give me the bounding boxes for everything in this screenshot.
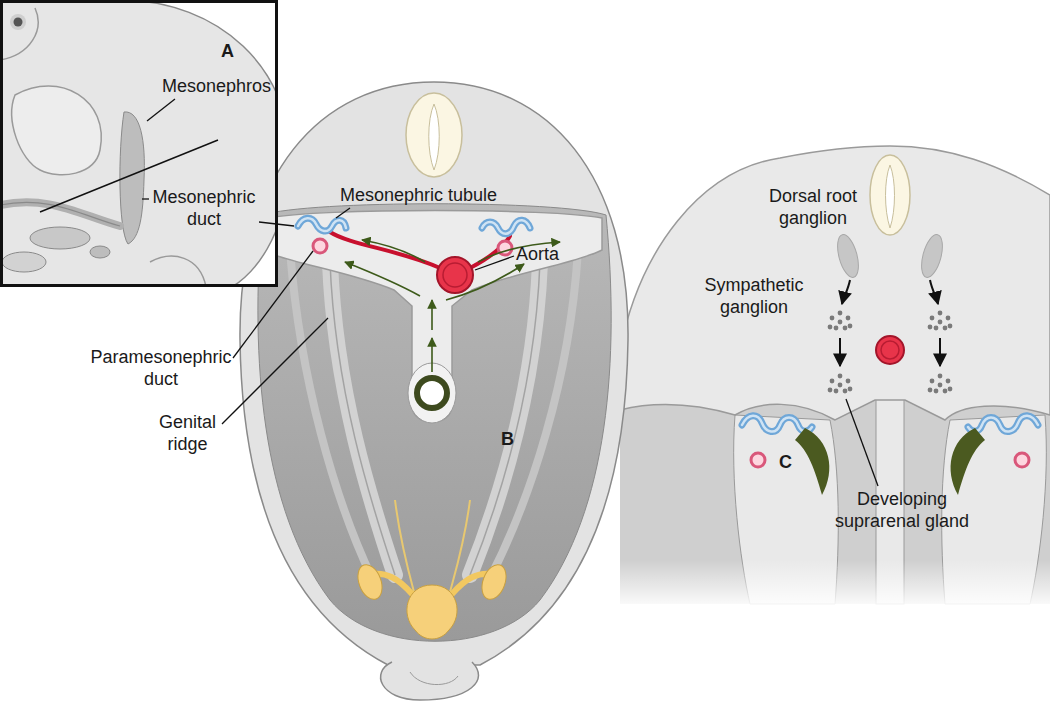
genital-ridge-fold bbox=[330, 262, 395, 575]
panel-letter: A bbox=[221, 40, 234, 62]
part-label: Mesonephros bbox=[162, 75, 271, 97]
panel-frame: A bbox=[0, 0, 278, 287]
body-wall bbox=[620, 146, 1050, 420]
mesonephric-tubule bbox=[298, 218, 346, 231]
limb-bud bbox=[150, 256, 206, 287]
migration-arrow bbox=[362, 240, 425, 262]
mesonephric-tubule bbox=[482, 220, 530, 234]
leader-lines bbox=[142, 99, 878, 486]
panel-letter: C bbox=[779, 451, 792, 473]
mesonephric-tubule bbox=[742, 416, 812, 432]
allantois bbox=[2, 252, 46, 272]
section-b bbox=[240, 82, 628, 700]
neural-canal bbox=[886, 165, 895, 228]
tail-curve bbox=[410, 672, 458, 685]
neural-tube bbox=[406, 93, 462, 177]
part-label: Dorsal root ganglion bbox=[765, 185, 861, 229]
tubule-lumen bbox=[298, 218, 346, 231]
eye bbox=[14, 18, 23, 27]
leader-line bbox=[142, 198, 149, 199]
part-label: Genital ridge bbox=[150, 411, 225, 455]
leader-line bbox=[846, 399, 878, 486]
genital-ridge-fold bbox=[470, 262, 540, 575]
migration-arrow bbox=[939, 338, 941, 366]
part-label: Sympathetic ganglion bbox=[700, 274, 808, 318]
leader-line bbox=[222, 318, 328, 424]
tail-fold bbox=[381, 662, 479, 700]
dorsal-root-ganglion bbox=[918, 232, 947, 279]
migration-arrow bbox=[431, 338, 433, 372]
hindgut-line bbox=[0, 202, 120, 226]
cloaca bbox=[30, 227, 90, 249]
fade bbox=[620, 560, 1050, 610]
fold-edge bbox=[330, 262, 395, 575]
aorta-lumen bbox=[881, 341, 899, 359]
gut bbox=[417, 378, 447, 408]
embryo-body bbox=[240, 82, 628, 665]
neural-canal bbox=[429, 104, 440, 170]
migration-arrow bbox=[431, 300, 433, 330]
part-label: Mesonephric tubule bbox=[340, 184, 497, 206]
paramesonephric-duct bbox=[751, 453, 765, 467]
uterus bbox=[407, 585, 457, 639]
neural-tube bbox=[870, 155, 910, 235]
gonad bbox=[951, 428, 985, 495]
leader-line bbox=[233, 251, 313, 358]
migration-arrow bbox=[930, 280, 938, 304]
head-fold bbox=[0, 8, 38, 60]
eye-ring bbox=[10, 14, 26, 30]
embryo-outline bbox=[0, 0, 278, 287]
aorta bbox=[876, 336, 904, 364]
mesonephric-tubule bbox=[968, 416, 1038, 432]
paramesonephric-duct bbox=[313, 239, 327, 253]
tubule-lumen bbox=[482, 220, 530, 234]
leader-line bbox=[475, 256, 514, 270]
leader-line bbox=[147, 99, 175, 121]
gonad bbox=[795, 428, 829, 495]
migration-arrow bbox=[446, 264, 524, 300]
inset-a bbox=[0, 0, 278, 287]
part-label: Mesonephric duct bbox=[148, 186, 260, 230]
ovary bbox=[354, 561, 387, 602]
heart-bulge bbox=[12, 86, 101, 175]
section-c bbox=[620, 146, 1050, 610]
paramesonephric-duct bbox=[1015, 453, 1029, 467]
body-cavity bbox=[258, 204, 611, 642]
hindgut bbox=[0, 202, 120, 226]
part-label: Aorta bbox=[516, 243, 559, 265]
migration-arrow bbox=[345, 262, 420, 296]
mesonephric-fold bbox=[490, 250, 578, 578]
part-label: Paramesonephric duct bbox=[88, 346, 234, 390]
leader-line bbox=[336, 208, 350, 218]
panel-letter: B bbox=[501, 428, 514, 450]
sympathetic-cells bbox=[828, 311, 953, 331]
mesonephric-fold bbox=[290, 250, 372, 578]
dorsal-root-ganglion bbox=[834, 232, 863, 279]
aorta bbox=[437, 257, 473, 293]
tubule-lumen bbox=[968, 416, 1038, 432]
dorsal-mesentery bbox=[266, 211, 602, 423]
part-label: Developing suprarenal gland bbox=[832, 488, 972, 532]
migration-arrow bbox=[842, 280, 850, 304]
aorta-lumen bbox=[443, 263, 467, 287]
gonad-bud bbox=[90, 246, 110, 258]
migration-arrow bbox=[839, 338, 841, 366]
tubule-lumen bbox=[742, 416, 812, 432]
suprarenal-cells bbox=[828, 374, 953, 394]
ovary bbox=[478, 561, 511, 602]
fold-edge bbox=[470, 262, 540, 575]
